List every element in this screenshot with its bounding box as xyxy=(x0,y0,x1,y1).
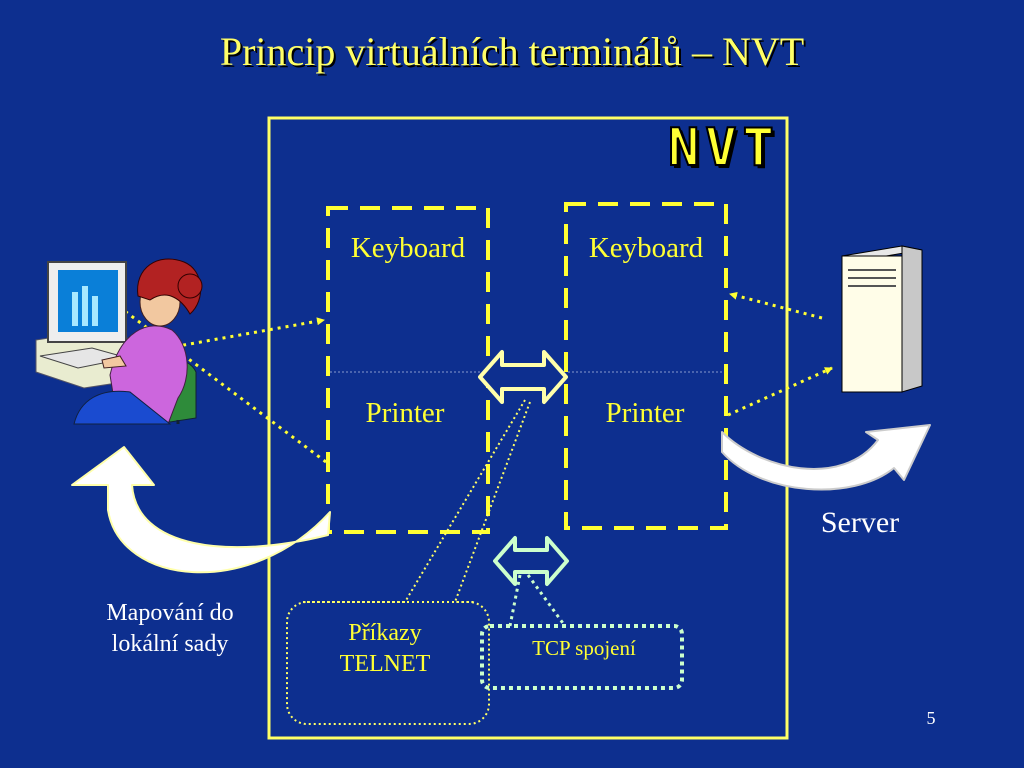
slide-title: Princip virtuálních terminálů – NVT xyxy=(219,29,805,74)
server-label: Server xyxy=(820,506,900,539)
server-tower-icon xyxy=(841,245,923,393)
tcp-double-arrow xyxy=(493,536,569,586)
telnet-label: Příkazy TELNET xyxy=(300,618,470,680)
telnet-callout-box xyxy=(286,601,490,725)
server-to-keyboard-arrow xyxy=(729,291,823,320)
mapping-label: Mapování do lokální sady xyxy=(70,598,270,660)
page-number: 5 xyxy=(926,708,936,728)
right-keyboard-label: Keyboard xyxy=(588,232,704,264)
tcp-label: TCP spojení xyxy=(532,636,636,660)
user-at-computer-icon xyxy=(35,258,203,425)
tcp-callout-box xyxy=(480,624,684,690)
nvt-frame xyxy=(267,116,789,740)
nvt-double-arrow xyxy=(478,350,568,404)
right-terminal-box xyxy=(564,202,728,530)
left-keyboard-label: Keyboard xyxy=(350,232,466,264)
tcp-callout-line-a xyxy=(508,574,522,627)
left-printer-label: Printer xyxy=(365,397,445,429)
nvt-logo: NVT xyxy=(667,117,780,179)
mapping-label-line1: Mapování do xyxy=(106,600,234,626)
telnet-label-line2: TELNET xyxy=(339,651,431,677)
telnet-label-line1: Příkazy xyxy=(348,620,422,646)
mapping-curved-arrow xyxy=(71,446,331,574)
telnet-callout-line-a xyxy=(300,399,526,603)
server-curved-arrow xyxy=(721,424,931,491)
printer-to-server-arrow xyxy=(727,366,833,417)
mapping-label-line2: lokální sady xyxy=(111,631,229,657)
right-printer-label: Printer xyxy=(605,397,685,429)
